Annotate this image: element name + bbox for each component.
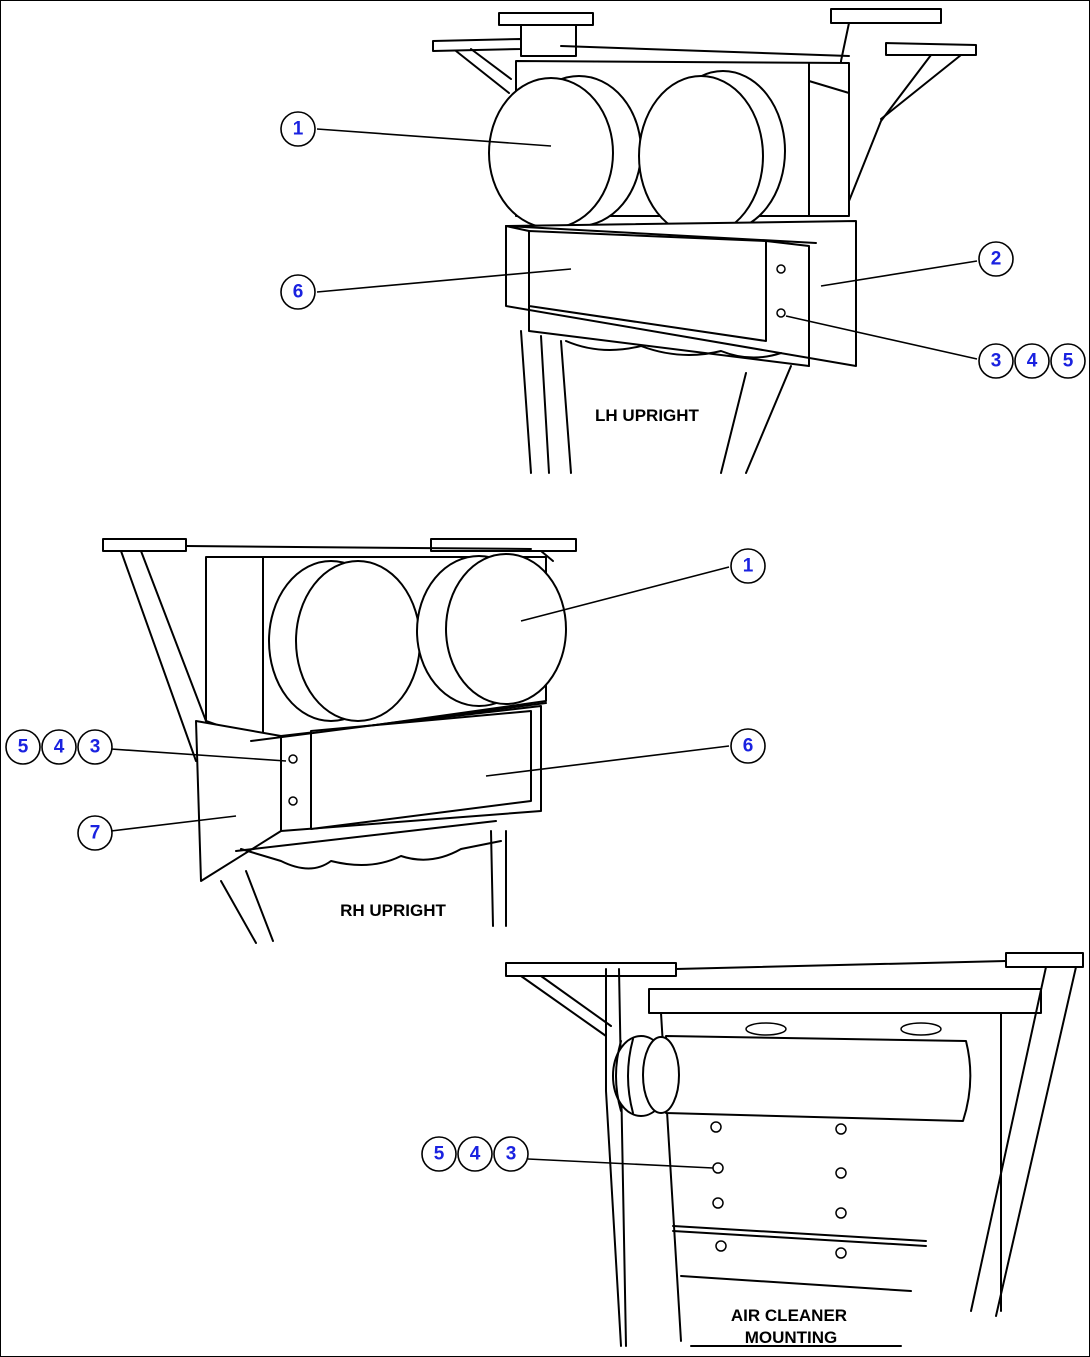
lh-upright-view: LH UPRIGHT 1 6 2 3 4 5 xyxy=(280,8,1086,474)
svg-text:3: 3 xyxy=(506,1144,517,1165)
balloon-item-3: 3 xyxy=(493,1136,529,1172)
balloon-item-5: 5 xyxy=(421,1136,457,1172)
balloon-item-3: 3 xyxy=(77,729,113,765)
balloon-item-7: 7 xyxy=(77,815,113,851)
balloon-item-5: 5 xyxy=(1050,343,1086,379)
svg-text:6: 6 xyxy=(293,282,304,303)
balloon-item-4: 4 xyxy=(457,1136,493,1172)
balloon-item-1: 1 xyxy=(280,111,316,147)
svg-text:5: 5 xyxy=(434,1144,445,1165)
air-cleaner-mounting-view: AIR CLEANER MOUNTING 5 4 3 xyxy=(421,952,1084,1347)
balloon-item-5: 5 xyxy=(5,729,41,765)
balloon-item-6: 6 xyxy=(730,728,766,764)
svg-text:5: 5 xyxy=(1063,351,1074,372)
balloon-item-4: 4 xyxy=(1014,343,1050,379)
svg-text:2: 2 xyxy=(991,249,1002,270)
balloon-item-2: 2 xyxy=(978,241,1014,277)
air-cleaner-caption-line-1: AIR CLEANER xyxy=(731,1306,847,1325)
svg-text:1: 1 xyxy=(743,556,754,577)
svg-text:4: 4 xyxy=(470,1144,481,1165)
svg-text:5: 5 xyxy=(18,737,29,758)
svg-text:7: 7 xyxy=(90,823,101,844)
svg-text:3: 3 xyxy=(991,351,1002,372)
balloon-item-3: 3 xyxy=(978,343,1014,379)
svg-text:6: 6 xyxy=(743,736,754,757)
balloon-item-4: 4 xyxy=(41,729,77,765)
balloon-item-1: 1 xyxy=(730,548,766,584)
rh-upright-caption: RH UPRIGHT xyxy=(340,901,446,920)
balloon-item-6: 6 xyxy=(280,274,316,310)
svg-text:4: 4 xyxy=(54,737,65,758)
svg-text:3: 3 xyxy=(90,737,101,758)
rh-upright-view: RH UPRIGHT 1 5 4 3 6 7 xyxy=(5,538,766,944)
air-cleaner-caption-line-2: MOUNTING xyxy=(745,1328,838,1347)
lh-upright-caption: LH UPRIGHT xyxy=(595,406,700,425)
svg-text:1: 1 xyxy=(293,119,304,140)
svg-text:4: 4 xyxy=(1027,351,1038,372)
